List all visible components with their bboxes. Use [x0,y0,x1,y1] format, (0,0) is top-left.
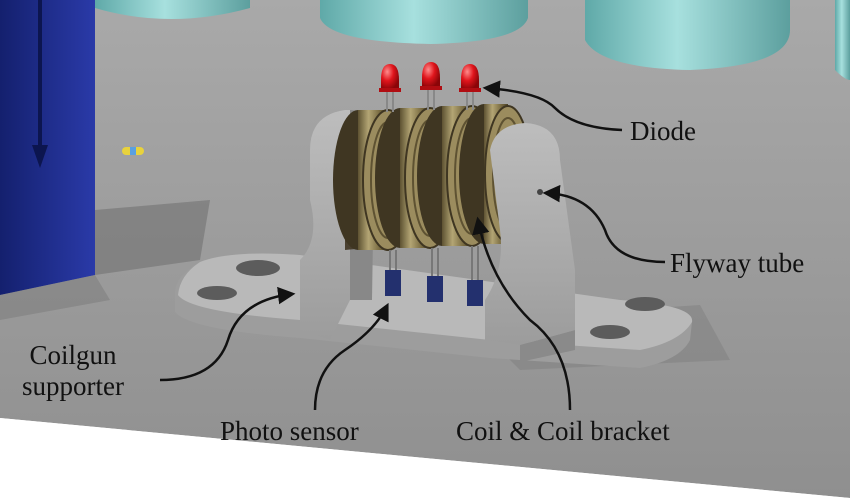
label-flyway-tube: Flyway tube [670,248,805,278]
blue-box [0,0,95,295]
label-photo-sensor: Photo sensor [220,416,359,446]
arrow-diode [482,80,623,132]
arrow-coil-bracket [472,216,572,411]
photo-sensors [385,246,483,306]
label-coilgun-supporter-line2: supporter [22,371,124,401]
arrow-photo-sensor [313,302,389,411]
background-cylinders [95,0,850,80]
arrow-flyway-tube [542,184,666,264]
diodes [379,62,481,112]
label-coilgun-supporter-line1: Coilgun [29,340,117,370]
small-bolt [122,147,144,155]
label-diode: Diode [630,116,696,146]
arrow-coilgun-supporter [159,286,296,382]
right-bracket [485,123,575,362]
callout-arrows [159,80,666,411]
label-coilgun-supporter: Coilgun supporter [22,340,124,402]
box-shadow [95,200,210,275]
label-coil-bracket: Coil & Coil bracket [456,416,670,446]
box-shadow-floor [0,275,110,320]
background-white [0,418,850,498]
